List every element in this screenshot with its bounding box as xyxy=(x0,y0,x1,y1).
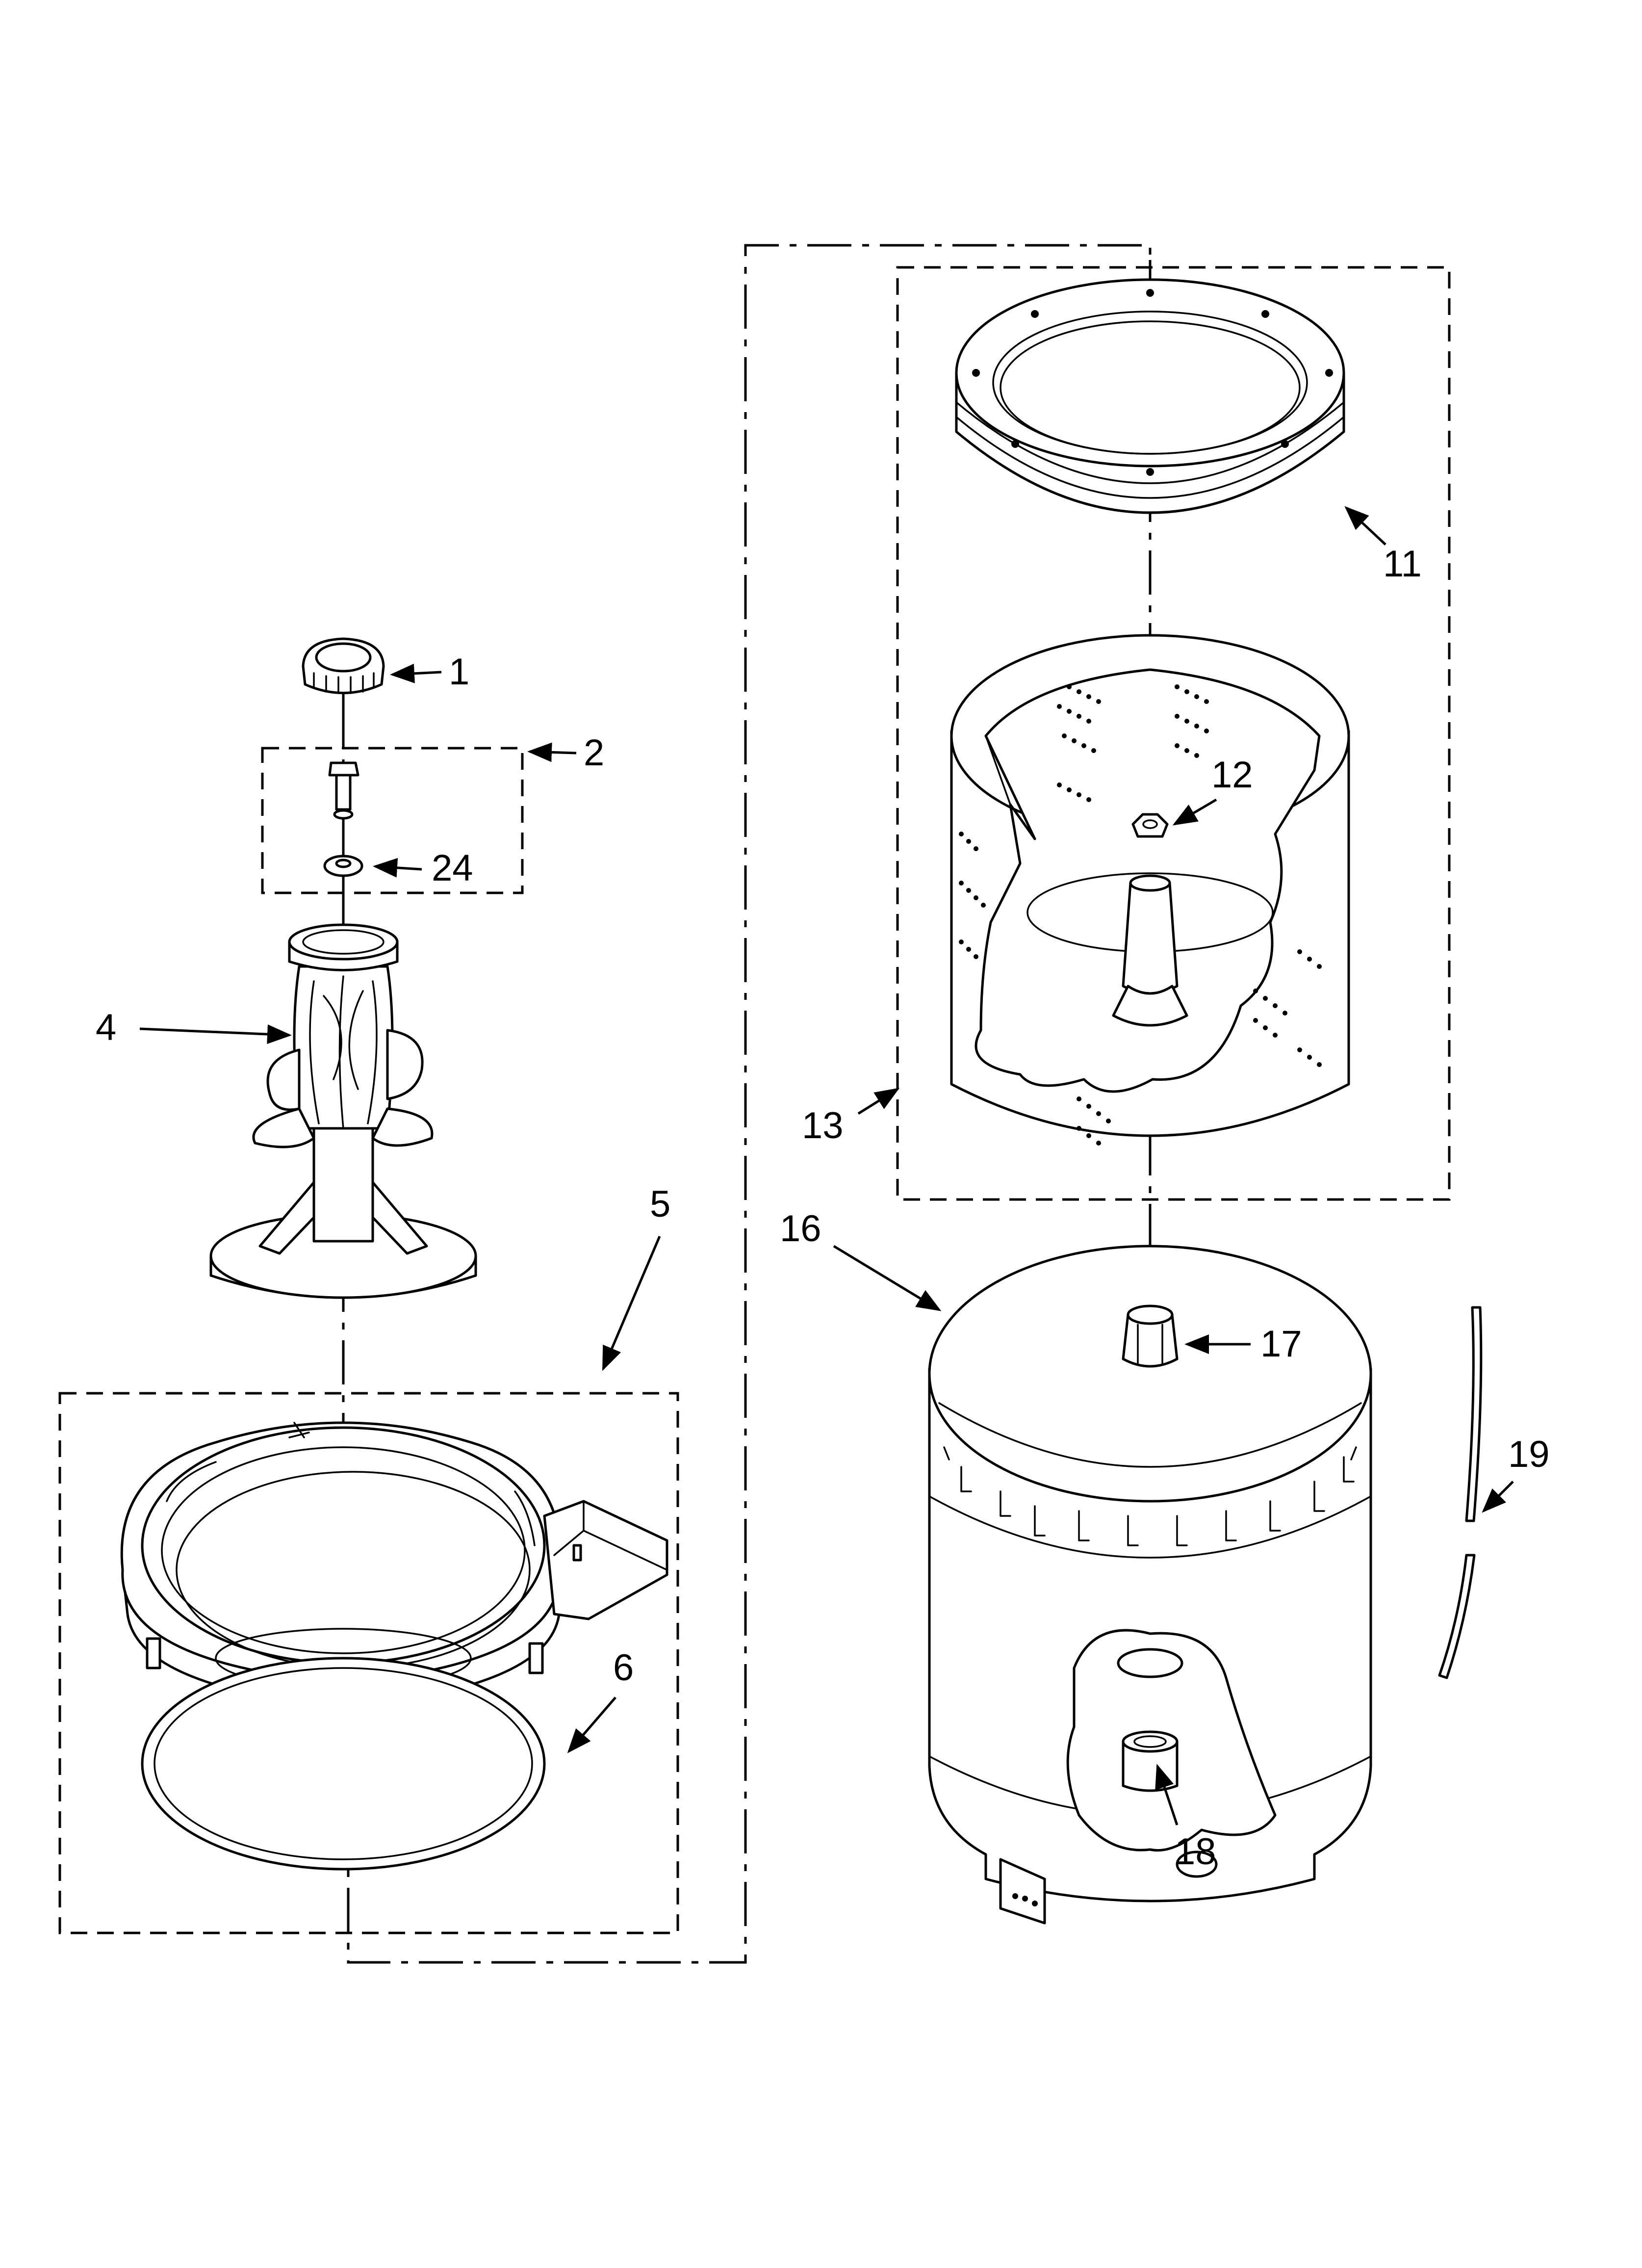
part-1-cap xyxy=(302,637,385,694)
part-13-basket xyxy=(950,634,1350,1146)
part-2-kit-box xyxy=(261,747,524,894)
callout-6: 6 xyxy=(613,1647,634,1689)
callout-4: 4 xyxy=(96,1007,116,1048)
basket-perforations xyxy=(959,684,1322,1146)
callout-1: 1 xyxy=(449,651,469,693)
callout-labels: 1 2 24 4 5 6 11 12 13 16 17 18 19 xyxy=(96,543,1550,1873)
part-5-box xyxy=(58,1392,679,1934)
callout-17: 17 xyxy=(1260,1323,1302,1365)
part-5-ring xyxy=(120,1421,668,1738)
part-24-washer xyxy=(323,855,363,877)
callout-19: 19 xyxy=(1508,1434,1550,1475)
part-19-hose xyxy=(1438,1306,1483,1679)
callout-2: 2 xyxy=(584,732,604,774)
callout-5: 5 xyxy=(650,1183,670,1225)
callout-11: 11 xyxy=(1383,543,1422,585)
tub-rim-clips xyxy=(943,1446,1357,1546)
part-6-seal xyxy=(141,1657,546,1871)
leader-arrows xyxy=(139,506,1514,1825)
assembly-connector-line xyxy=(347,244,1152,1964)
callout-13: 13 xyxy=(802,1105,844,1147)
callout-24: 24 xyxy=(432,847,473,889)
callout-12: 12 xyxy=(1211,754,1253,796)
callout-18: 18 xyxy=(1175,1831,1216,1873)
part-11-balance-ring xyxy=(955,278,1345,514)
part-12-nut xyxy=(1131,813,1169,838)
part-16-outer-tub xyxy=(928,1245,1372,1925)
part-4-agitator xyxy=(209,923,477,1299)
part-13-box xyxy=(896,266,1451,1201)
part-17-bearing xyxy=(1122,1304,1179,1368)
callout-16: 16 xyxy=(780,1208,821,1250)
